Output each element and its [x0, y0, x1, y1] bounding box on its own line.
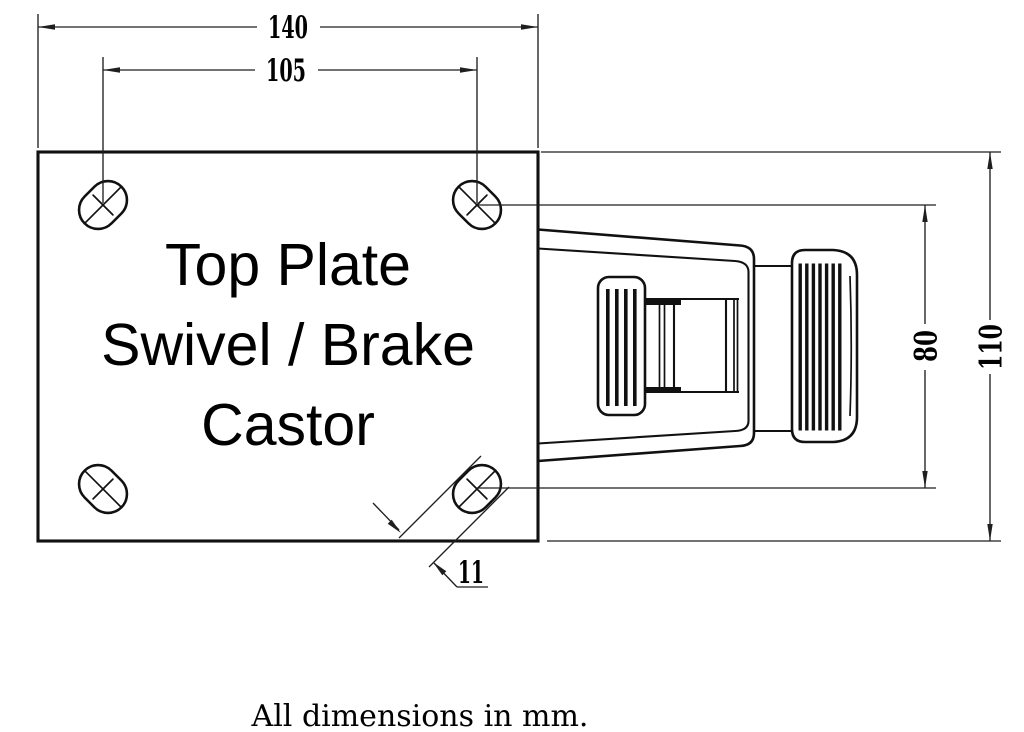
- top-plate-outline: [36, 150, 540, 543]
- wheel: [790, 248, 859, 444]
- dimension-110: 110: [541, 151, 1010, 542]
- product-label-line2: Swivel / Brake: [101, 312, 475, 378]
- dimension-105: 105: [102, 53, 478, 203]
- arrowhead-top: [987, 152, 993, 169]
- brake-pedal-rib: [606, 289, 610, 406]
- arrowhead-top: [922, 205, 928, 222]
- castor-side-assembly: [536, 228, 859, 463]
- wheel-tread-rib: [798, 263, 802, 431]
- housing-outer-edge: [536, 228, 756, 463]
- arrowhead-upper: [387, 519, 401, 533]
- mounting-slot-top-left: [77, 179, 129, 231]
- wheel-tread-rib: [818, 263, 822, 431]
- mounting-slot-bottom-right: [451, 463, 503, 515]
- wheel-tread-rib: [838, 263, 842, 431]
- dim-11-label: 11: [458, 555, 484, 591]
- wheel-tread-rib: [805, 263, 809, 431]
- linkage-pin-top: [646, 300, 681, 305]
- top-plate: Top Plate Swivel / Brake Castor: [36, 150, 540, 543]
- product-label-line3: Castor: [201, 392, 375, 458]
- dim-105-label: 105: [266, 53, 306, 89]
- arrowhead-left: [103, 67, 120, 73]
- arrowhead-right: [460, 67, 477, 73]
- brake-pedal-rib: [624, 289, 628, 406]
- dim-80-label: 80: [909, 330, 945, 362]
- wheel-tread-rib: [811, 263, 816, 431]
- wheel-outline: [790, 248, 859, 444]
- housing-inner-edge: [537, 247, 750, 445]
- dimension-140: 140: [37, 10, 539, 148]
- brake-pedal: [596, 275, 647, 417]
- brake-pedal-outline: [596, 275, 647, 417]
- arrowhead-bottom: [987, 524, 993, 541]
- arrowhead-left: [38, 24, 55, 30]
- wheel-tread-rib: [824, 263, 829, 431]
- brake-linkage: [645, 297, 739, 394]
- linkage-pin-bottom: [646, 387, 681, 392]
- wheel-tread-rib: [831, 263, 835, 431]
- brake-pedal-rib: [633, 289, 637, 406]
- brake-pedal-rib: [615, 289, 619, 406]
- mounting-slot-bottom-left: [77, 463, 129, 515]
- wheel-edge-line: [849, 275, 853, 417]
- dimension-80: 80: [477, 204, 945, 489]
- dim-110-label: 110: [974, 324, 1010, 370]
- dim-140-label: 140: [268, 10, 308, 46]
- arrowhead-bottom: [922, 471, 928, 488]
- units-footnote: All dimensions in mm.: [251, 699, 589, 732]
- arrowhead-right: [521, 24, 538, 30]
- dimension-11: 11: [372, 455, 510, 591]
- product-label-line1: Top Plate: [165, 232, 411, 298]
